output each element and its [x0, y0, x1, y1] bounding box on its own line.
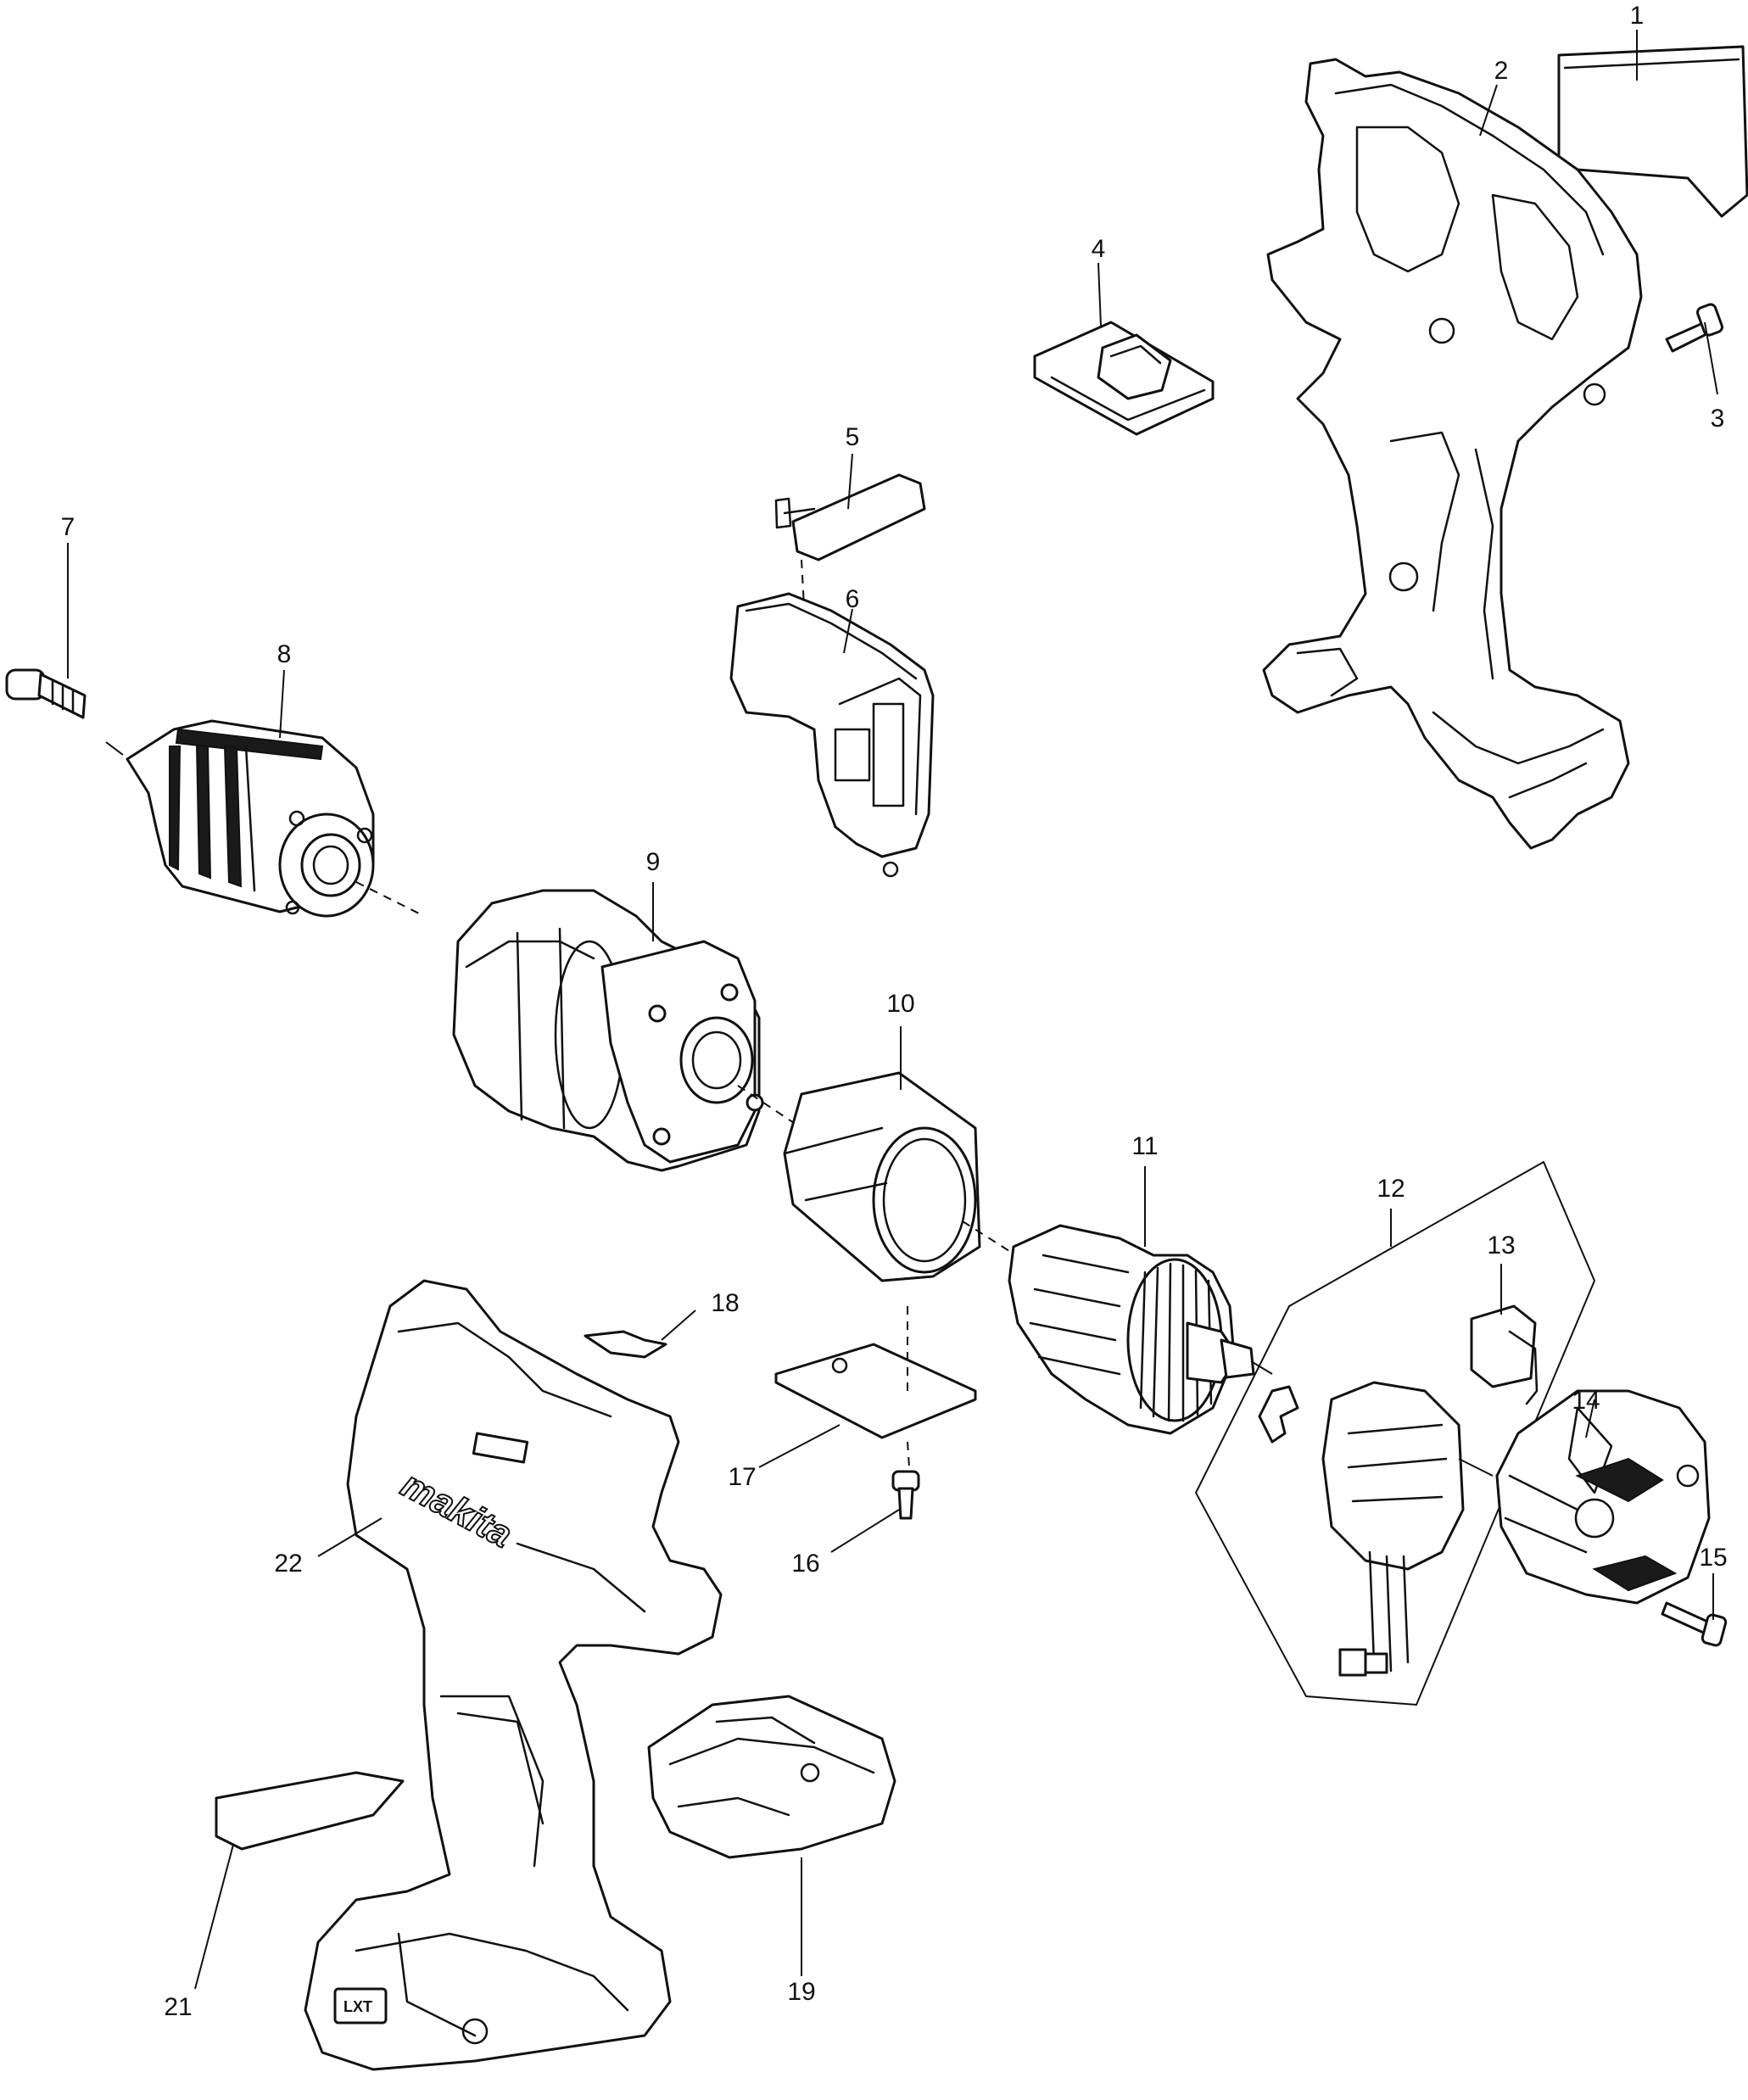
callout-labels: 1 2 3 4 5 6 7 8 9 10 11 12 13 14 15 16 1…: [61, 2, 1728, 2021]
callout-18: 18: [711, 1289, 739, 1317]
battery-badge: LXT: [343, 1998, 372, 2015]
callout-21: 21: [164, 1993, 192, 2021]
part-16-screw: [891, 1470, 920, 1520]
part-11-rotor: [1008, 1224, 1273, 1435]
leader-lines: [67, 30, 1718, 1990]
part-14-rear-cover: [1458, 1389, 1711, 1605]
callout-4: 4: [1092, 235, 1106, 263]
part-13-clip: [1470, 1304, 1539, 1405]
callout-2: 2: [1494, 57, 1509, 85]
part-12-controller-group: [1194, 1160, 1596, 1706]
part-4-rotation-switch-plate: [1033, 321, 1215, 436]
callout-14: 14: [1572, 1387, 1600, 1415]
part-22-housing-left: makita LXT: [304, 1279, 723, 2071]
callout-22: 22: [274, 1550, 302, 1578]
callout-8: 8: [277, 640, 292, 668]
controller-board: [1258, 1381, 1465, 1677]
callout-12: 12: [1377, 1175, 1405, 1203]
callout-19: 19: [787, 1978, 815, 2006]
part-6-switch: [729, 592, 935, 878]
part-7-chuck-screw: [5, 668, 87, 719]
callout-5: 5: [846, 423, 860, 451]
callout-1: 1: [1630, 2, 1645, 30]
callout-3: 3: [1711, 405, 1725, 433]
part-3-screw: [1665, 303, 1723, 353]
callout-13: 13: [1487, 1232, 1515, 1259]
callout-6: 6: [846, 585, 860, 613]
callout-16: 16: [791, 1550, 819, 1578]
part-8-keyless-chuck: [105, 719, 425, 918]
part-10-motor-housing: [783, 1071, 1010, 1282]
callout-15: 15: [1699, 1544, 1727, 1572]
part-9-gear-assembly: [452, 889, 815, 1172]
callout-17: 17: [728, 1463, 756, 1491]
part-15-screw: [1661, 1601, 1728, 1647]
part-2-housing-right: [1262, 58, 1643, 850]
callout-10: 10: [886, 990, 914, 1018]
callout-11: 11: [1131, 1132, 1158, 1160]
part-17-plate: [774, 1306, 977, 1468]
callout-7: 7: [61, 513, 75, 541]
part-19-terminal: [647, 1695, 896, 1859]
part-21-label: [215, 1771, 405, 1851]
callout-9: 9: [646, 848, 661, 876]
part-18-small-label: [584, 1330, 667, 1359]
